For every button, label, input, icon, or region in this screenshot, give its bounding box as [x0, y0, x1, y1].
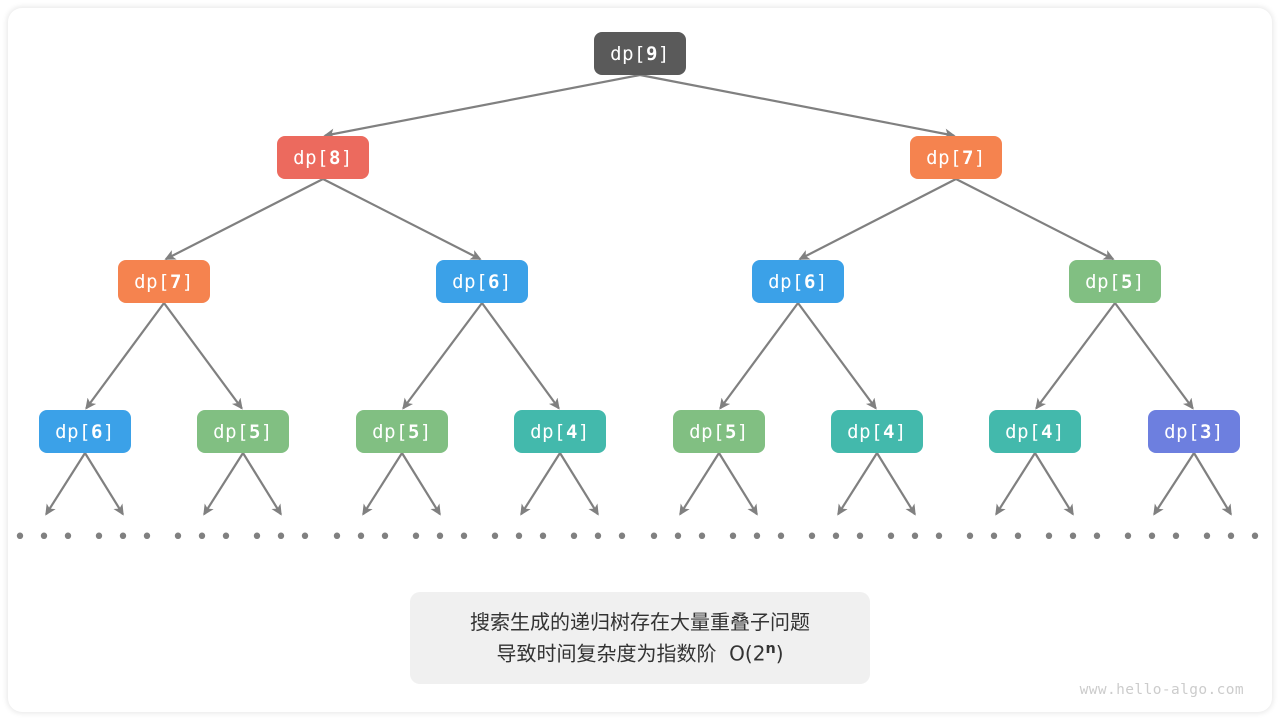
- node-label-suffix: ]: [181, 270, 194, 293]
- node-index-value: 6: [803, 270, 816, 293]
- node-label-prefix: dp[: [926, 146, 962, 169]
- node-label-suffix: ]: [102, 420, 115, 443]
- node-label-suffix: ]: [894, 420, 907, 443]
- node-index-value: 9: [645, 42, 658, 65]
- caption-complexity-prefix: 导致时间复杂度为指数阶 O(2: [496, 641, 766, 666]
- tree-node-dp6-n010: dp[6]: [752, 260, 844, 303]
- node-index-value: 4: [882, 420, 895, 443]
- ellipsis-marker: • • •: [884, 525, 948, 550]
- node-label-prefix: dp[: [134, 270, 170, 293]
- ellipsis-marker: • • •: [1042, 525, 1106, 550]
- node-label-suffix: ]: [815, 270, 828, 293]
- tree-node-dp4-n0110: dp[4]: [989, 410, 1081, 453]
- node-index-value: 5: [1120, 270, 1133, 293]
- node-label-prefix: dp[: [293, 146, 329, 169]
- ellipsis-marker: • • •: [963, 525, 1027, 550]
- node-index-value: 3: [1199, 420, 1212, 443]
- node-label-prefix: dp[: [847, 420, 883, 443]
- ellipsis-marker: • • •: [330, 525, 394, 550]
- node-index-value: 7: [961, 146, 974, 169]
- ellipsis-marker: • • •: [250, 525, 314, 550]
- node-label-prefix: dp[: [452, 270, 488, 293]
- node-index-value: 6: [487, 270, 500, 293]
- node-index-value: 6: [90, 420, 103, 443]
- node-label-suffix: ]: [577, 420, 590, 443]
- node-label-prefix: dp[: [372, 420, 408, 443]
- node-label-prefix: dp[: [1085, 270, 1121, 293]
- ellipsis-marker: • • •: [171, 525, 235, 550]
- node-label-suffix: ]: [657, 42, 670, 65]
- node-label-prefix: dp[: [689, 420, 725, 443]
- ellipsis-marker: • • •: [92, 525, 156, 550]
- ellipsis-marker: • • •: [13, 525, 77, 550]
- tree-node-dp4-n0101: dp[4]: [831, 410, 923, 453]
- tree-node-dp5-n0010: dp[5]: [356, 410, 448, 453]
- node-index-value: 5: [248, 420, 261, 443]
- tree-node-dp7-n000: dp[7]: [118, 260, 210, 303]
- node-label-suffix: ]: [340, 146, 353, 169]
- node-label-prefix: dp[: [530, 420, 566, 443]
- watermark: www.hello-algo.com: [1079, 682, 1244, 698]
- ellipsis-marker: • • •: [567, 525, 631, 550]
- caption-line-1: 搜索生成的递归树存在大量重叠子问题: [470, 609, 810, 634]
- caption-line-2: 导致时间复杂度为指数阶 O(2n): [496, 638, 783, 670]
- node-label-suffix: ]: [499, 270, 512, 293]
- tree-node-dp3-n0111: dp[3]: [1148, 410, 1240, 453]
- node-label-suffix: ]: [1132, 270, 1145, 293]
- caption-exponent: n: [765, 640, 776, 657]
- node-label-prefix: dp[: [55, 420, 91, 443]
- ellipsis-marker: • • •: [726, 525, 790, 550]
- node-label-prefix: dp[: [213, 420, 249, 443]
- caption-complexity-suffix: ): [775, 641, 784, 666]
- node-index-value: 5: [724, 420, 737, 443]
- node-label-suffix: ]: [1211, 420, 1224, 443]
- tree-node-dp5-n0100: dp[5]: [673, 410, 765, 453]
- node-index-value: 5: [407, 420, 420, 443]
- tree-node-dp9-n0: dp[9]: [594, 32, 686, 75]
- node-index-value: 8: [328, 146, 341, 169]
- tree-node-dp6-n001: dp[6]: [436, 260, 528, 303]
- caption-box: 搜索生成的递归树存在大量重叠子问题 导致时间复杂度为指数阶 O(2n): [410, 592, 870, 684]
- tree-node-dp7-n01: dp[7]: [910, 136, 1002, 179]
- node-label-suffix: ]: [419, 420, 432, 443]
- ellipsis-marker: • • •: [1121, 525, 1185, 550]
- node-label-prefix: dp[: [1164, 420, 1200, 443]
- node-label-suffix: ]: [973, 146, 986, 169]
- node-label-prefix: dp[: [768, 270, 804, 293]
- tree-node-dp4-n0011: dp[4]: [514, 410, 606, 453]
- node-index-value: 4: [1040, 420, 1053, 443]
- ellipsis-marker: • • •: [805, 525, 869, 550]
- node-label-suffix: ]: [1052, 420, 1065, 443]
- node-label-suffix: ]: [736, 420, 749, 443]
- node-index-value: 7: [169, 270, 182, 293]
- ellipsis-marker: • • •: [647, 525, 711, 550]
- ellipsis-marker: • • •: [409, 525, 473, 550]
- node-label-suffix: ]: [260, 420, 273, 443]
- tree-node-dp8-n00: dp[8]: [277, 136, 369, 179]
- tree-node-dp5-n0001: dp[5]: [197, 410, 289, 453]
- tree-node-dp6-n0000: dp[6]: [39, 410, 131, 453]
- tree-node-dp5-n011: dp[5]: [1069, 260, 1161, 303]
- node-index-value: 4: [565, 420, 578, 443]
- ellipsis-marker: • • •: [1200, 525, 1264, 550]
- ellipsis-marker: • • •: [488, 525, 552, 550]
- node-label-prefix: dp[: [1005, 420, 1041, 443]
- node-label-prefix: dp[: [610, 42, 646, 65]
